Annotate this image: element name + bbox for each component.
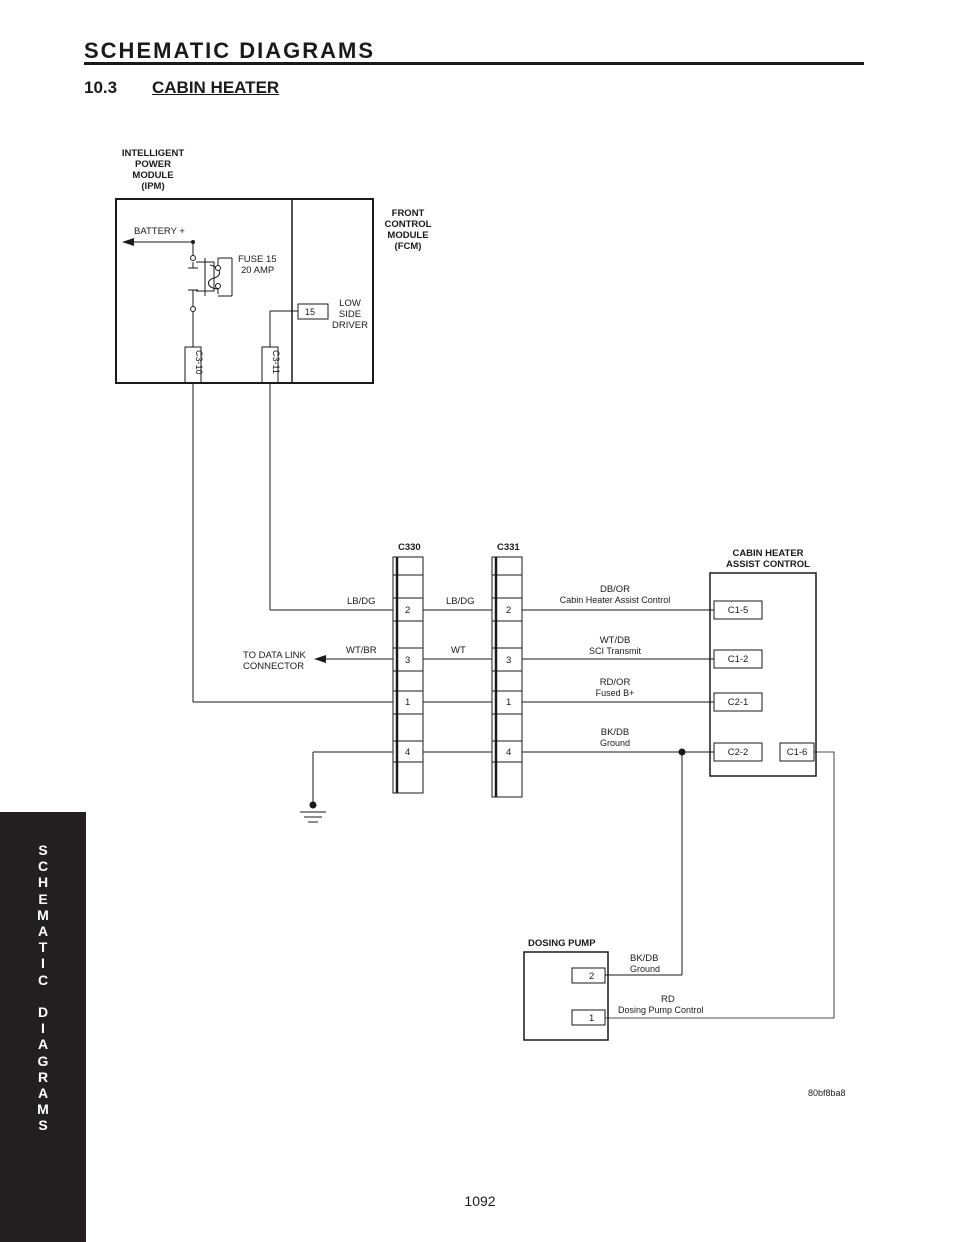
ground-icon xyxy=(300,811,326,823)
dosing-pump-pin-1: 1 xyxy=(589,1013,594,1024)
svg-text:Ground: Ground xyxy=(600,738,630,748)
svg-text:C2-2: C2-2 xyxy=(728,747,749,758)
svg-text:3: 3 xyxy=(506,655,511,666)
data-link-label-1: TO DATA LINK xyxy=(243,650,306,661)
svg-text:C1-6: C1-6 xyxy=(787,747,808,758)
svg-text:WT/DB: WT/DB xyxy=(600,635,631,646)
svg-text:SIDE: SIDE xyxy=(339,309,361,320)
dosing-wire-2-desc: Dosing Pump Control xyxy=(618,1005,704,1015)
ipm-box xyxy=(115,198,374,384)
svg-text:MODULE: MODULE xyxy=(132,170,173,181)
header-rule xyxy=(84,62,864,65)
dosing-wire-1-desc: Ground xyxy=(630,964,660,974)
circuit-labels: DB/OR Cabin Heater Assist Control WT/DB … xyxy=(560,584,671,748)
svg-text:1: 1 xyxy=(405,697,410,708)
ipm-title: INTELLIGENT POWER MODULE (IPM) xyxy=(122,148,184,192)
chac-title: CABIN HEATER ASSIST CONTROL xyxy=(726,548,810,570)
svg-text:POWER: POWER xyxy=(135,159,171,170)
fcm-title: FRONT CONTROL MODULE (FCM) xyxy=(385,208,432,252)
dosing-pump-pin-2: 2 xyxy=(589,971,594,982)
svg-text:RD/OR: RD/OR xyxy=(600,677,631,688)
svg-text:C1-5: C1-5 xyxy=(728,605,749,616)
fuse-icon xyxy=(196,257,233,297)
svg-text:ASSIST CONTROL: ASSIST CONTROL xyxy=(726,559,810,570)
svg-text:FRONT: FRONT xyxy=(392,208,425,219)
svg-text:C2-1: C2-1 xyxy=(728,697,749,708)
svg-text:(IPM): (IPM) xyxy=(141,181,164,192)
svg-text:CONTROL: CONTROL xyxy=(385,219,432,230)
page-header-title: SCHEMATIC DIAGRAMS xyxy=(84,38,376,63)
page-number: 1092 xyxy=(464,1193,496,1209)
cabin-heater-assist-control-box xyxy=(709,572,817,777)
svg-text:SCI Transmit: SCI Transmit xyxy=(589,646,642,656)
battery-arrow-icon xyxy=(122,238,134,246)
dosing-wire-1-color: BK/DB xyxy=(630,953,659,964)
wire-lbdg-mid-label: LB/DG xyxy=(446,596,475,607)
svg-text:1: 1 xyxy=(506,697,511,708)
section-title: CABIN HEATER xyxy=(152,78,280,97)
connector-c330-label: C330 xyxy=(398,542,421,553)
svg-text:4: 4 xyxy=(506,747,511,758)
svg-text:CABIN HEATER: CABIN HEATER xyxy=(732,548,803,559)
pin-c3-11-label: C3-11 xyxy=(271,350,281,374)
svg-text:2: 2 xyxy=(405,605,410,616)
battery-label: BATTERY + xyxy=(134,226,185,237)
data-link-arrow-icon xyxy=(314,655,326,663)
chac-pin-labels: C1-5 C1-2 C2-1 C2-2 C1-6 xyxy=(728,605,808,758)
svg-text:LOW: LOW xyxy=(339,298,361,309)
svg-text:MODULE: MODULE xyxy=(387,230,428,241)
svg-text:3: 3 xyxy=(405,655,410,666)
wire-lbdg-left-label: LB/DG xyxy=(347,596,376,607)
fuse-label-1: FUSE 15 xyxy=(238,254,277,265)
c331-cavity-labels: 2 3 1 4 xyxy=(506,605,511,758)
svg-text:DB/OR: DB/OR xyxy=(600,584,630,595)
dosing-pump-box xyxy=(523,951,609,1041)
svg-text:2: 2 xyxy=(506,605,511,616)
pin-c3-10-label: C3-10 xyxy=(194,350,204,375)
fuse-label-2: 20 AMP xyxy=(241,265,274,276)
connector-c331-body xyxy=(491,556,523,798)
section-number: 10.3 xyxy=(84,78,118,97)
low-side-driver-label: LOW SIDE DRIVER xyxy=(332,298,368,331)
svg-text:C1-2: C1-2 xyxy=(728,654,749,665)
svg-text:BK/DB: BK/DB xyxy=(601,727,630,738)
side-tab-text: S C H E M A T I C D I A G R A M S xyxy=(37,842,49,1134)
svg-text:DRIVER: DRIVER xyxy=(332,320,368,331)
fcm-pin-15-label: 15 xyxy=(305,307,315,317)
connector-c331-label: C331 xyxy=(497,542,520,553)
connector-c330-body xyxy=(392,556,424,794)
wire-wtbr-label: WT/BR xyxy=(346,645,377,656)
dosing-pump-title: DOSING PUMP xyxy=(528,938,596,949)
svg-text:Cabin Heater Assist Control: Cabin Heater Assist Control xyxy=(560,595,671,605)
side-tab xyxy=(0,812,86,1242)
data-link-label-2: CONNECTOR xyxy=(243,661,304,672)
c330-cavity-labels: 2 3 1 4 xyxy=(405,605,410,758)
dosing-wire-2-color: RD xyxy=(661,994,675,1005)
svg-text:INTELLIGENT: INTELLIGENT xyxy=(122,148,184,159)
wire-wt-label: WT xyxy=(451,645,466,656)
svg-text:Fused B+: Fused B+ xyxy=(596,688,635,698)
svg-text:4: 4 xyxy=(405,747,410,758)
figure-id: 80bf8ba8 xyxy=(808,1088,846,1098)
svg-text:(FCM): (FCM) xyxy=(395,241,422,252)
